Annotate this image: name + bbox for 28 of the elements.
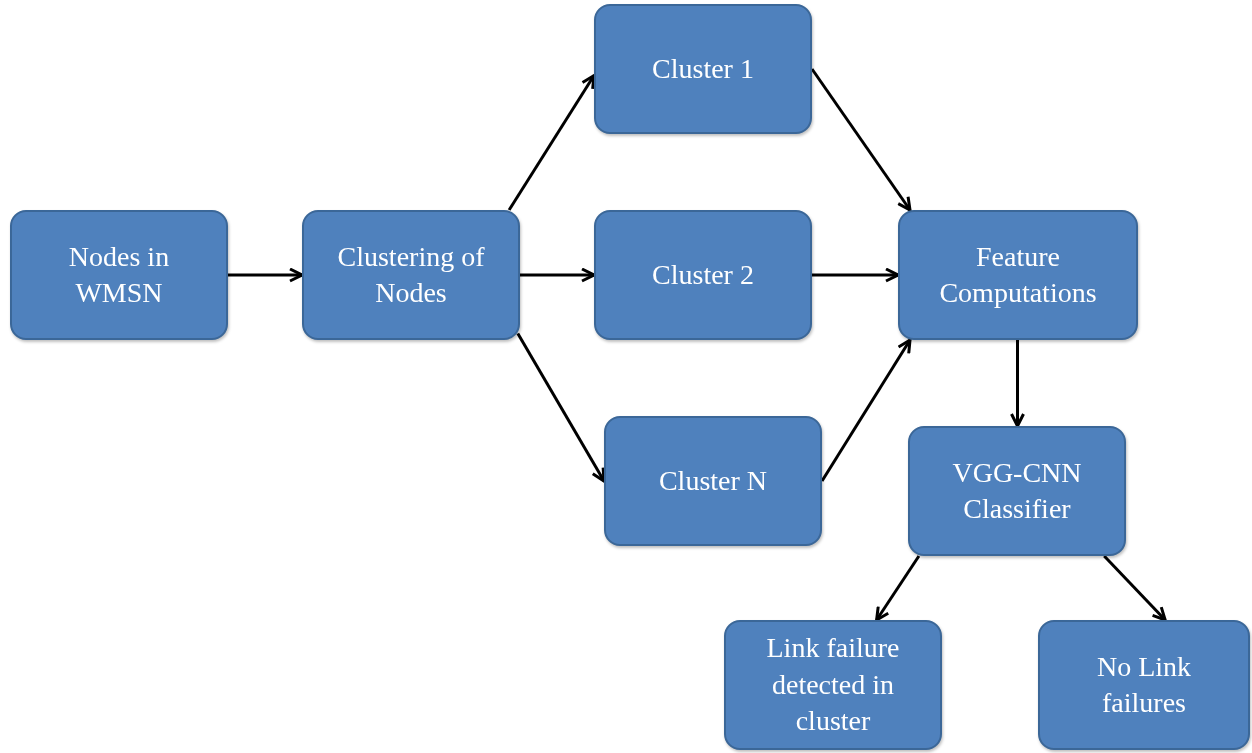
box-label: Cluster 2 xyxy=(652,257,754,292)
arrow xyxy=(812,267,900,283)
process-box xyxy=(898,210,1138,340)
process-box xyxy=(908,426,1126,556)
box-label: Cluster N xyxy=(658,463,768,498)
arrow xyxy=(1103,554,1167,622)
box-label: Feature Computations xyxy=(938,239,1098,310)
arrow xyxy=(1010,340,1025,428)
box-label: Clustering of Nodes xyxy=(336,239,486,310)
arrow xyxy=(516,332,606,483)
process-box xyxy=(10,210,228,340)
process-box xyxy=(1038,620,1250,750)
box-label: Link failure detected in cluster xyxy=(765,631,901,739)
process-box xyxy=(594,210,812,340)
arrow xyxy=(875,555,921,622)
arrow xyxy=(520,267,596,283)
arrow xyxy=(507,74,596,211)
box-label: Nodes in WMSN xyxy=(67,239,171,310)
box-label: No Link failures xyxy=(1095,649,1193,720)
process-box xyxy=(594,4,812,134)
box-label: Cluster 1 xyxy=(652,51,754,86)
process-box xyxy=(724,620,942,750)
arrow xyxy=(228,267,304,283)
arrow xyxy=(820,338,912,482)
arrow xyxy=(810,68,912,212)
process-box xyxy=(302,210,520,340)
process-box xyxy=(604,416,822,546)
box-label: VGG-CNN Classifier xyxy=(951,455,1083,526)
